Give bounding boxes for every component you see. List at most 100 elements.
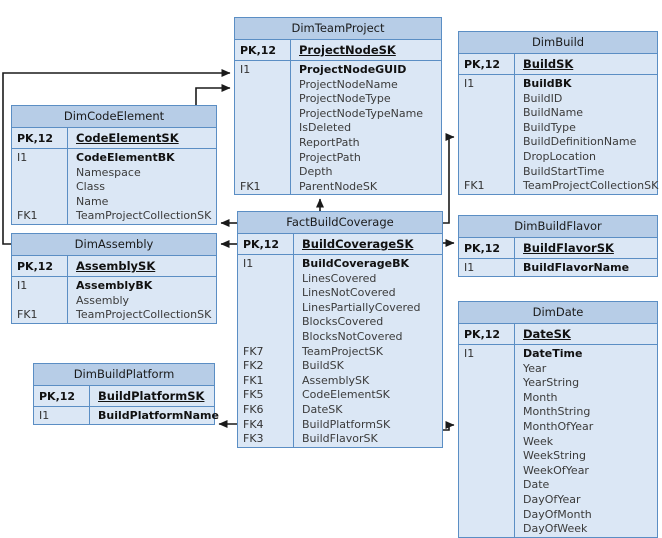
attribute-field: TeamProjectCollectionSK xyxy=(523,179,659,193)
attribute-field: DayOfWeek xyxy=(523,522,588,536)
attribute-key: I1 xyxy=(17,151,28,164)
attribute-field: MonthString xyxy=(523,405,591,419)
attribute-field: ProjectNodeType xyxy=(299,92,391,106)
attribute-key xyxy=(464,435,514,450)
attribute-key: I1 xyxy=(243,257,254,270)
pk-marker: PK,12 xyxy=(240,44,277,57)
pk-field-cell: DateSK xyxy=(515,324,657,344)
pk-marker: PK,12 xyxy=(464,242,501,255)
pk-field-name: BuildSK xyxy=(523,57,574,71)
pk-marker: PK,12 xyxy=(17,132,54,145)
attribute-field: AssemblySK xyxy=(302,373,370,387)
attribute-field: BuildType xyxy=(523,120,576,134)
attribute-key xyxy=(464,420,514,435)
attribute-field: AssemblyBK xyxy=(76,279,153,292)
attribute-key xyxy=(243,315,293,330)
attribute-key-column: I1 FK1 xyxy=(12,277,68,323)
attribute-key xyxy=(464,121,514,136)
attribute-key: FK5 xyxy=(243,388,264,402)
attribute-field: ProjectPath xyxy=(299,150,361,164)
attribute-key-column: I1 FK1 xyxy=(459,75,515,194)
attribute-key xyxy=(240,78,290,93)
attribute-field: BuildDefinitionName xyxy=(523,135,637,149)
attribute-key: I1 xyxy=(39,409,50,422)
pk-field-name: BuildFlavorSK xyxy=(523,241,614,255)
attribute-key: FK1 xyxy=(240,179,261,193)
rel-fact-to-build xyxy=(443,133,455,224)
attribute-key xyxy=(243,330,293,345)
pk-marker: PK,12 xyxy=(17,260,54,273)
attribute-key xyxy=(17,294,67,309)
attribute-key xyxy=(464,478,514,493)
pk-key-cell: PK,12 xyxy=(459,238,515,258)
pk-key-cell: PK,12 xyxy=(459,54,515,74)
attribute-key: FK1 xyxy=(243,373,264,387)
attribute-key xyxy=(464,92,514,107)
pk-field-cell: AssemblySK xyxy=(68,256,216,276)
attribute-field: DropLocation xyxy=(523,149,596,163)
attribute-key xyxy=(464,135,514,150)
attribute-field: ProjectNodeTypeName xyxy=(299,106,424,120)
pk-field-name: DateSK xyxy=(523,327,571,341)
attribute-key xyxy=(464,362,514,377)
entity-attributes-dim-build-platform: I1 BuildPlatformName xyxy=(34,407,219,424)
pk-field-cell: ProjectNodeSK xyxy=(291,40,441,60)
pk-field-cell: BuildSK xyxy=(515,54,657,74)
entity-title-fact-build-coverage: FactBuildCoverage xyxy=(238,212,442,234)
attribute-key xyxy=(240,165,290,180)
attribute-field: IsDeleted xyxy=(299,121,352,135)
attribute-key xyxy=(240,92,290,107)
entity-title-dim-date: DimDate xyxy=(459,302,657,324)
attribute-key xyxy=(243,272,293,287)
entity-attributes-dim-build-flavor: I1 BuildFlavorName xyxy=(459,259,657,276)
attribute-key-column: I1 FK1 xyxy=(12,149,68,224)
attribute-field: WeekString xyxy=(523,449,586,463)
attribute-key: FK3 xyxy=(243,432,264,446)
attribute-field: BuildBK xyxy=(523,77,572,90)
attribute-field: CodeElementBK xyxy=(76,151,175,164)
attribute-field: BuildStartTime xyxy=(523,164,605,178)
attribute-key: I1 xyxy=(17,279,28,292)
attribute-field: Class xyxy=(76,180,105,194)
entity-title-dim-assembly: DimAssembly xyxy=(12,234,216,256)
attribute-key xyxy=(464,165,514,180)
attribute-field: Date xyxy=(523,478,550,492)
attribute-field: BuildFlavorName xyxy=(523,261,630,274)
attribute-field: TeamProjectSK xyxy=(302,344,383,358)
attribute-key-column: I1 xyxy=(459,345,515,537)
pk-field-name: ProjectNodeSK xyxy=(299,43,396,57)
attribute-key: I1 xyxy=(464,261,475,274)
rel-code-element-to-team-project xyxy=(195,84,231,105)
attribute-key-column: I1 xyxy=(459,259,515,276)
attribute-field: Year xyxy=(523,361,547,375)
attribute-field: BuildCoverageBK xyxy=(302,257,409,270)
attribute-field: BuildPlatformName xyxy=(98,409,219,422)
attribute-key xyxy=(17,195,67,210)
attribute-field-column: BuildPlatformName xyxy=(90,407,222,424)
attribute-key xyxy=(464,449,514,464)
attribute-key: I1 xyxy=(240,63,251,76)
pk-field-name: AssemblySK xyxy=(76,259,156,273)
attribute-key xyxy=(464,391,514,406)
attribute-key-column: I1 xyxy=(34,407,90,424)
pk-field-name: BuildCoverageSK xyxy=(302,237,414,251)
pk-marker: PK,12 xyxy=(243,238,280,251)
attribute-key xyxy=(240,151,290,166)
attribute-key: FK4 xyxy=(243,417,264,431)
entity-title-dim-build: DimBuild xyxy=(459,32,657,54)
